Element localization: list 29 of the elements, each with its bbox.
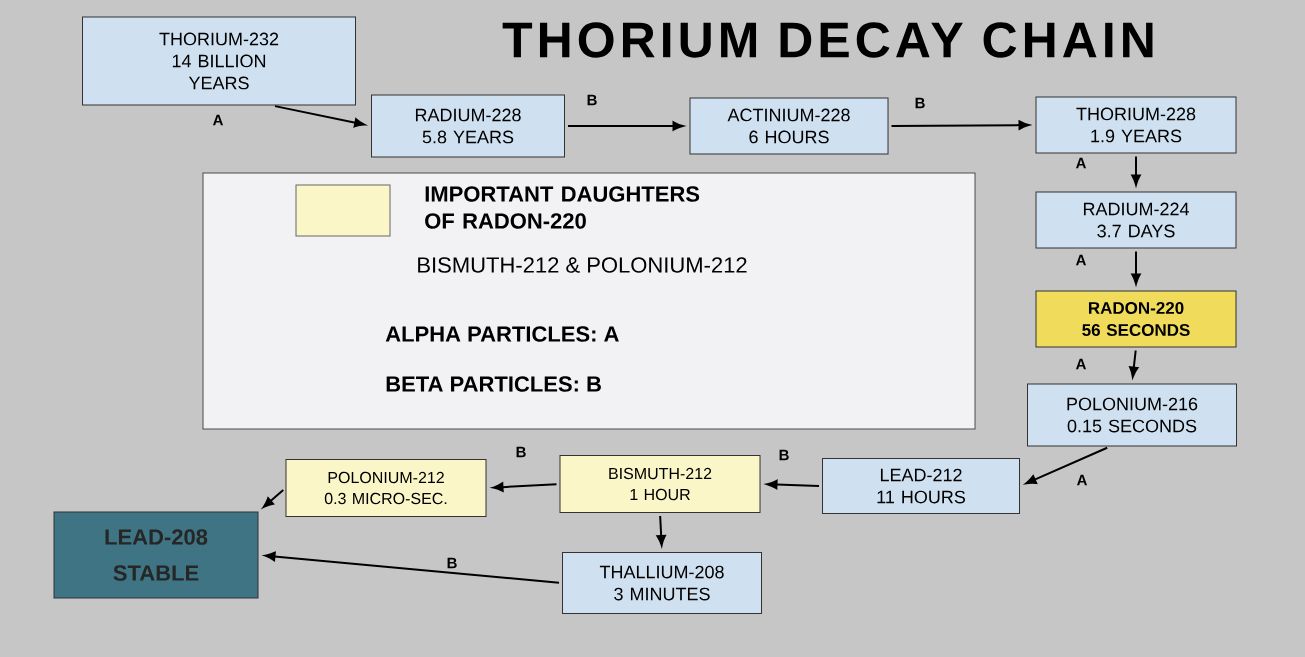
nuclide-box: THORIUM-228 1.9 YEARS: [1035, 96, 1237, 154]
nuclide-box: RADIUM-224 3.7 DAYS: [1035, 191, 1237, 249]
arrow: [1025, 446, 1109, 485]
nuclide-box: BISMUTH-212 1 HOUR: [559, 455, 761, 513]
nuclide-box: POLONIUM-216 0.15 SECONDS: [1027, 383, 1237, 447]
arrow: [766, 479, 820, 490]
arrow: [492, 482, 558, 492]
arrow: [264, 551, 560, 584]
arrow: [567, 121, 684, 131]
nuclide-box: RADIUM-228 5.8 YEARS: [371, 94, 565, 158]
arrow: [1129, 349, 1139, 378]
nuclide-box: ACTINIUM-228 6 HOURS: [689, 97, 889, 155]
nuclide-box: THORIUM-232 14 BILLION YEARS: [82, 16, 356, 106]
arrow: [262, 489, 285, 508]
nuclide-box: POLONIUM-212 0.3 MICRO-SEC.: [285, 459, 487, 517]
legend-text: IMPORTANT DAUGHTERS OF RADON-220: [425, 186, 700, 229]
arrow: [274, 105, 366, 128]
nuclide-box: LEAD-212 11 HOURS: [822, 458, 1020, 514]
nuclide-box: LEAD-208 STABLE: [53, 511, 259, 599]
nuclide-box: THALLIUM-208 3 MINUTES: [562, 552, 762, 614]
nuclide-box: RADON-220 56 SECONDS: [1035, 290, 1237, 348]
title: THORIUM DECAY CHAIN: [502, 22, 1153, 58]
arrow: [1131, 250, 1141, 285]
note-text: BETA PARTICLES: B: [386, 376, 601, 392]
arrow: [1131, 155, 1141, 186]
arrow: [890, 120, 1030, 130]
note-text: ALPHA PARTICLES: A: [385, 326, 619, 342]
note-text: BISMUTH-212 & POLONIUM-212: [418, 257, 747, 273]
arrow: [656, 515, 666, 547]
